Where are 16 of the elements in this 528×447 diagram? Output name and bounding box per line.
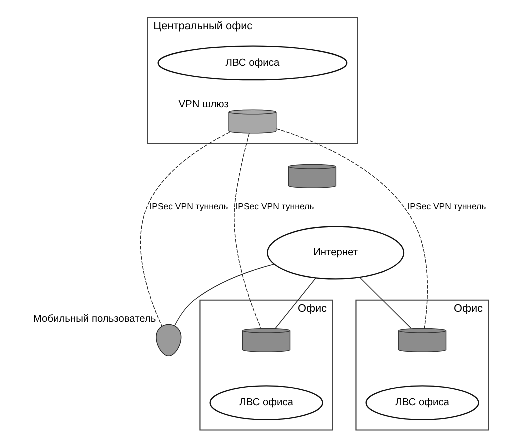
node-label: Мобильный пользователь [33,314,156,325]
node-ellipse: Интернет [267,226,405,280]
node-ellipse: ЛВС офиса [158,45,348,80]
connector [275,277,317,328]
edge-label: IPSec VPN туннель [236,201,314,212]
edge-label: IPSec VPN туннель [408,201,486,212]
connector [234,132,262,328]
node-person [156,324,182,356]
connector [140,132,230,326]
node-ellipse: ЛВС офиса [366,385,480,420]
node-label: VPN шлюз [178,98,229,110]
node-ellipse: ЛВС офиса [210,385,324,420]
connector [360,276,412,329]
edge-label: IPSec VPN туннель [150,201,228,212]
connector [276,128,428,329]
connector [174,264,275,326]
